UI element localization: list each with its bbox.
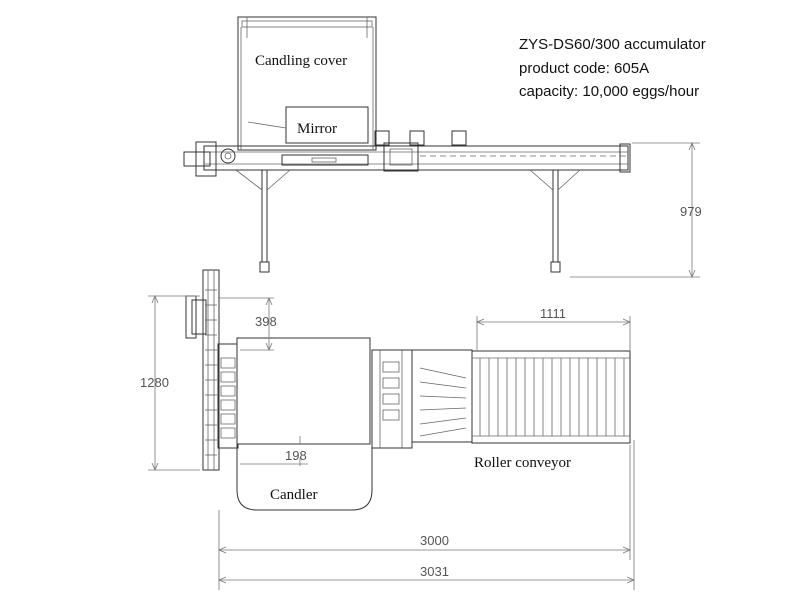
candler-label: Candler bbox=[270, 487, 317, 503]
model-text: ZYS-DS60/300 accumulator bbox=[519, 36, 706, 53]
control-box bbox=[383, 142, 419, 172]
dimension-1111: 1111 bbox=[475, 306, 632, 350]
dim-979-label: 979 bbox=[680, 204, 702, 219]
dim-398-label: 398 bbox=[255, 314, 277, 329]
leg-left bbox=[261, 170, 268, 262]
top-view: Candler Roller conveyor bbox=[185, 269, 631, 511]
dimension-198: 198 bbox=[240, 436, 308, 466]
roller-conveyor bbox=[471, 350, 631, 444]
product-code-text: product code: 605A bbox=[519, 60, 649, 77]
candling-area bbox=[236, 337, 371, 445]
feeder-column bbox=[202, 269, 220, 471]
dim-1280-label: 1280 bbox=[140, 375, 169, 390]
mirror bbox=[285, 106, 369, 144]
candling-cover-frame bbox=[237, 16, 377, 151]
dim-3000-label: 3000 bbox=[420, 533, 449, 548]
candling-cover-top-rail bbox=[241, 20, 373, 28]
dimension-398: 398 bbox=[218, 296, 277, 352]
side-view: Candling cover Mirror bbox=[183, 16, 631, 273]
roller-conveyor-label: Roller conveyor bbox=[474, 455, 571, 471]
candling-cover-label: Candling cover bbox=[255, 53, 347, 69]
dimension-979: 979 bbox=[570, 141, 702, 279]
dimension-1280: 1280 bbox=[140, 294, 200, 472]
dim-3031-label: 3031 bbox=[420, 564, 449, 579]
transfer-section bbox=[371, 349, 413, 449]
leg-right bbox=[552, 170, 559, 262]
dim-198-label: 198 bbox=[285, 448, 307, 463]
candler bbox=[236, 444, 373, 511]
info-block: ZYS-DS60/300 accumulator product code: 6… bbox=[519, 36, 706, 100]
dim-1111-label: 1111 bbox=[540, 306, 566, 321]
dimension-3000: 3000 bbox=[217, 445, 632, 590]
dimension-3031: 3031 bbox=[217, 440, 636, 590]
mirror-label: Mirror bbox=[297, 121, 337, 137]
drive-unit bbox=[183, 151, 211, 167]
conveyor-body bbox=[203, 145, 629, 171]
capacity-text: capacity: 10,000 eggs/hour bbox=[519, 83, 699, 100]
